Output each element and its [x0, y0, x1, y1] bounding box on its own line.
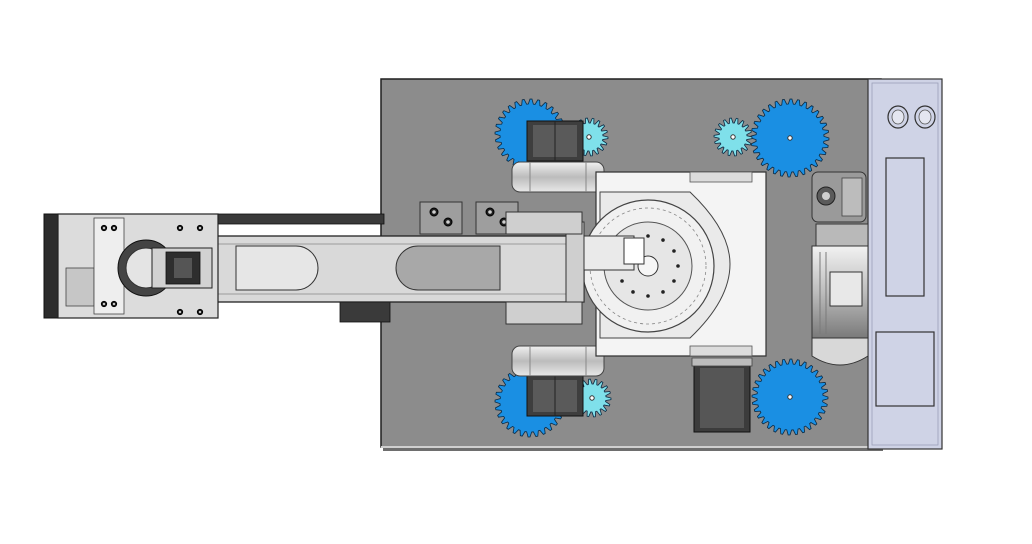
turntable-housing: [581, 171, 767, 357]
roller-bottom: [511, 345, 605, 377]
bolt-head: [112, 302, 116, 306]
end-effector: [43, 213, 219, 319]
gear-hub: [586, 134, 592, 140]
panel-display: [885, 157, 925, 297]
turntable-hole: [676, 264, 680, 268]
gear-hub: [589, 395, 595, 401]
turntable-hole: [661, 290, 665, 294]
gear-hub: [787, 135, 793, 141]
bolt-head: [502, 220, 506, 224]
electric-motor: [811, 223, 869, 366]
turntable-hole: [672, 279, 676, 283]
gear-large-bottom-right: [751, 358, 829, 436]
gearbox: [811, 171, 867, 223]
gear-large-top-right: [750, 98, 830, 178]
turntable-hole: [672, 249, 676, 253]
bolt-head: [198, 226, 202, 230]
drive-motor-top: [526, 120, 584, 162]
turntable-hole: [631, 290, 635, 294]
turntable-hole: [661, 238, 665, 242]
arm-clamp-bottom: [505, 301, 583, 325]
bolt-head: [178, 310, 182, 314]
panel-cover: [875, 331, 935, 407]
turntable-hole: [646, 294, 650, 298]
drive-motor-bottom: [526, 375, 584, 417]
bolt-head: [112, 226, 116, 230]
roller-top: [511, 161, 605, 193]
turntable-hole: [646, 234, 650, 238]
bolt-head: [178, 226, 182, 230]
bolt-head: [198, 310, 202, 314]
gear-hub: [787, 394, 793, 400]
arm-slot-left: [235, 245, 319, 291]
panel-button-left: [887, 105, 909, 129]
control-panel: [867, 78, 943, 450]
bolt-head: [102, 226, 106, 230]
bolt-head: [488, 210, 492, 214]
turntable-hole: [620, 279, 624, 283]
arm-clamp-top: [505, 211, 583, 235]
arm-slot-right: [395, 245, 501, 291]
arm-coupling: [583, 235, 645, 271]
bolt-head: [446, 220, 450, 224]
bolt-head: [102, 302, 106, 306]
effector-bolts: [100, 224, 204, 316]
linear-drive-motor: [691, 357, 753, 433]
bolt-head: [432, 210, 436, 214]
gear-small-top-right: [713, 117, 753, 157]
panel-button-right: [914, 105, 936, 129]
gear-hub: [730, 134, 736, 140]
